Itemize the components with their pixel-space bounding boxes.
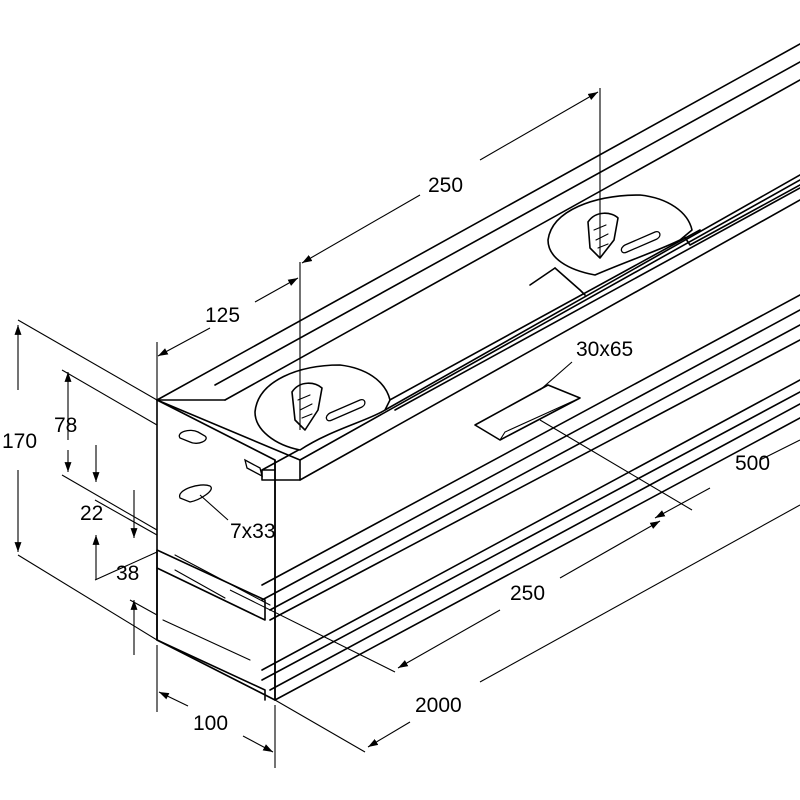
cutout-30x65-edge [499, 397, 581, 441]
label-cutout-size: 30x65 [576, 338, 633, 361]
label-slot-size: 7x33 [230, 520, 276, 543]
dim-heights: 170 78 22 38 [2, 319, 158, 655]
lid-clip-back [547, 194, 693, 276]
label-top-spacing: 250 [428, 174, 463, 197]
trunking-body [156, 43, 800, 701]
label-spacing-right: 500 [735, 452, 770, 475]
side-slots [178, 429, 263, 503]
label-top-offset: 125 [205, 304, 240, 327]
leader-slot [199, 494, 229, 521]
dim-bottom-spacing: 250 [229, 520, 661, 673]
lid-step-edge [529, 267, 556, 286]
label-upper-height: 78 [54, 414, 77, 437]
lid-step [554, 267, 586, 296]
label-length: 2000 [415, 694, 462, 717]
label-bottom-spacing: 250 [510, 582, 545, 605]
dim-top-offset: 125 [156, 277, 299, 400]
label-width: 100 [193, 712, 228, 735]
dim-spacing-right: 500 [539, 419, 800, 519]
cutout-30x65 [474, 384, 581, 441]
leader-cutout [539, 361, 573, 391]
lid-clip-front [254, 364, 391, 451]
label-total-height: 170 [2, 430, 37, 453]
label-lower-height: 38 [116, 562, 139, 585]
dim-width: 100 [156, 645, 276, 768]
dim-length: 2000 [274, 504, 800, 753]
label-gap-height: 22 [80, 502, 103, 525]
dim-top-spacing: 250 [299, 88, 601, 430]
